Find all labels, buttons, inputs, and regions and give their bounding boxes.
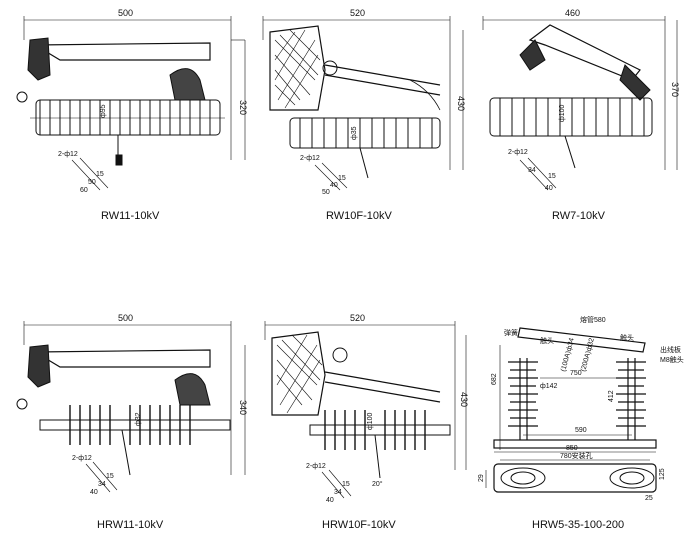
svg-text:412: 412	[608, 390, 615, 402]
svg-text:850: 850	[566, 445, 578, 452]
svg-text:(200A)ф32: (200A)ф32	[580, 337, 596, 372]
svg-text:触头: 触头	[620, 333, 634, 342]
svg-text:34: 34	[528, 167, 536, 174]
panel-hrw10f: 520 430 ф100 2-ф12 15 34 40 20°	[264, 313, 469, 504]
rw7-dia: ф100	[559, 104, 566, 122]
hrw10f-height-dim: 430	[459, 392, 469, 407]
svg-text:出线板: 出线板	[660, 345, 681, 354]
hrw11-width-dim: 500	[118, 313, 133, 323]
rw11-hole: 2-ф12	[58, 151, 78, 158]
panel-rw10f: 520 430 ф35 2-ф12 15 40 50	[262, 8, 466, 196]
rw11-width-dim: 500	[118, 8, 133, 18]
svg-text:40: 40	[326, 497, 334, 504]
hrw10f-width-dim: 520	[350, 313, 365, 323]
hrw11-hole: 2-ф12	[72, 455, 92, 462]
svg-text:ф142: ф142	[540, 383, 558, 390]
svg-text:50: 50	[88, 179, 96, 186]
svg-text:40: 40	[330, 182, 338, 189]
rw10f-hole: 2-ф12	[300, 155, 320, 162]
svg-text:熔管580: 熔管580	[580, 315, 606, 324]
svg-text:682: 682	[491, 373, 498, 385]
svg-text:15: 15	[96, 171, 104, 178]
svg-text:15: 15	[548, 173, 556, 180]
hrw11-dia: ф32	[135, 412, 142, 426]
hrw10f-angle: 20°	[372, 480, 383, 488]
svg-text:40: 40	[90, 489, 98, 496]
rw10f-width-dim: 520	[350, 8, 365, 18]
svg-text:34: 34	[334, 489, 342, 496]
rw11-height-dim: 320	[238, 100, 248, 115]
panel-hrw11: 500 340 ф32 2-ф12 15 34 40	[16, 313, 248, 496]
svg-text:弹簧: 弹簧	[504, 328, 518, 337]
svg-text:40: 40	[545, 185, 553, 192]
svg-text:M8触头: M8触头	[660, 355, 684, 364]
svg-text:15: 15	[342, 481, 350, 488]
svg-text:750: 750	[570, 370, 582, 377]
panel-rw7: 460 370 ф100 2-ф12 15 34 40	[482, 8, 680, 192]
panel-hrw5: 熔管580 弹簧 触头 触头 出线板 M8触头 (100A)ф34 (200A)…	[478, 315, 684, 502]
svg-text:50: 50	[322, 189, 330, 196]
svg-text:34: 34	[98, 481, 106, 488]
caption-hrw5: HRW5-35-100-200	[532, 519, 625, 531]
svg-text:590: 590	[575, 427, 587, 434]
svg-text:25: 25	[645, 495, 653, 502]
svg-text:触头: 触头	[540, 336, 554, 345]
svg-text:15: 15	[338, 175, 346, 182]
caption-rw11: RW11-10kV	[101, 210, 160, 222]
hrw10f-dia: ф100	[367, 412, 374, 430]
hrw11-height-dim: 340	[238, 400, 248, 415]
svg-text:29: 29	[478, 474, 485, 482]
svg-text:125: 125	[659, 468, 666, 480]
caption-rw7: RW7-10kV	[552, 210, 605, 222]
panel-rw11: 500 320 ф95 2-ф12 15 50 60	[16, 8, 248, 194]
rw7-width-dim: 460	[565, 8, 580, 18]
caption-hrw10f: HRW10F-10kV	[322, 519, 396, 531]
caption-rw10f: RW10F-10kV	[326, 210, 392, 222]
rw11-dia: ф95	[100, 104, 107, 118]
rw7-height-dim: 370	[670, 82, 680, 97]
rw7-hole: 2-ф12	[508, 149, 528, 156]
rw10f-dia: ф35	[351, 126, 358, 140]
rw10f-height-dim: 430	[456, 96, 466, 111]
caption-hrw11: HRW11-10kV	[97, 519, 164, 531]
svg-text:780安装孔: 780安装孔	[560, 451, 593, 460]
svg-text:60: 60	[80, 187, 88, 194]
svg-text:15: 15	[106, 473, 114, 480]
hrw10f-hole: 2-ф12	[306, 463, 326, 470]
